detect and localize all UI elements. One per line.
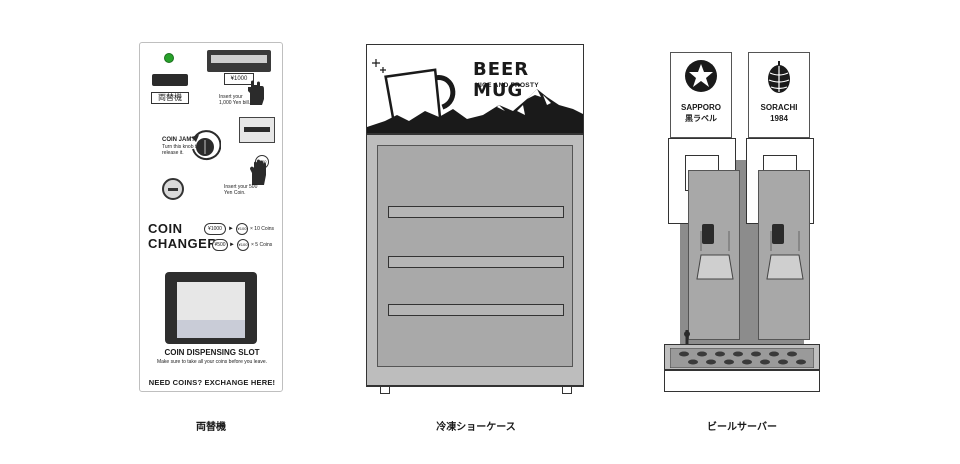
freezer-showcase: BEER MUG NICE AND FROSTY (366, 44, 586, 394)
arrow-icon: ► (228, 226, 234, 232)
caption-changer: 両替機 (196, 422, 226, 433)
keylock-icon (162, 178, 184, 200)
dispense-note: Make sure to take all your coins before … (156, 359, 268, 365)
rate-from: ¥500 (212, 239, 228, 251)
coin-changer-title: COIN CHANGER (148, 221, 218, 251)
rate-to: ¥100 (236, 223, 248, 235)
card-slot (152, 74, 188, 86)
brand-sign-left: SAPPORO 黒ラベル (670, 52, 732, 138)
title-line-2: CHANGER (148, 236, 218, 251)
bill-insert-slot[interactable] (207, 50, 271, 72)
bill-denomination: ¥1000 (224, 73, 254, 85)
exchange-footer: NEED COINS? EXCHANGE HERE! (148, 378, 276, 387)
arrow-icon: ► (229, 242, 235, 248)
star-badge-icon (685, 60, 717, 92)
coin-jam-text: Turn this knob to release it. (162, 144, 200, 156)
showcase-base (366, 386, 584, 390)
brand-name: SORACHI (760, 103, 798, 112)
showcase-cabinet (366, 134, 584, 386)
shelf (766, 231, 804, 280)
status-led-icon (164, 53, 174, 63)
showcase-subtitle: NICE AND FROSTY (475, 82, 539, 89)
showcase-foot (380, 386, 390, 394)
showcase-header: BEER MUG NICE AND FROSTY (366, 44, 584, 134)
dispense-bay-left (688, 170, 740, 340)
shelf (388, 304, 564, 316)
coin-changer-machine: 両替機 ¥1000 Insert your 1,000 Yen bill. CO… (139, 42, 283, 392)
showcase-foot (562, 386, 572, 394)
brand-subname: 黒ラベル (685, 114, 717, 123)
brand-sign-right: SORACHI 1984 (748, 52, 810, 138)
hop-icon (768, 61, 790, 93)
rate-to: ¥100 (237, 239, 249, 251)
brand-name: SAPPORO (680, 103, 721, 112)
showcase-title: BEER MUG (473, 59, 530, 101)
changer-kanji-label: 両替機 (151, 92, 189, 104)
shelf (696, 231, 734, 280)
dispense-bay-right (758, 170, 810, 340)
faucet-icon (684, 330, 690, 346)
shelf (388, 256, 564, 268)
insert-bill-instruction: Insert your 1,000 Yen bill. (219, 94, 251, 106)
rate-qty: × 10 Coins (250, 226, 275, 232)
caption-server: ビールサーバー (707, 422, 777, 433)
coin-dispensing-slot[interactable] (165, 272, 257, 344)
coin-jam-notice: COIN JAM? Turn this knob to release it. (162, 137, 202, 156)
beer-tap-right[interactable] (772, 224, 784, 244)
beer-mug-illustration (367, 59, 583, 133)
glass-door[interactable] (377, 145, 573, 367)
drip-tray-grate (670, 348, 814, 368)
rate-qty: × 5 Coins (251, 242, 273, 248)
insert-coin-instruction: Insert your 500 Yen Coin. (224, 184, 258, 196)
hand-icon (248, 80, 264, 105)
caption-showcase: 冷凍ショーケース (436, 422, 516, 433)
brand-subname: 1984 (770, 114, 788, 123)
release-knob[interactable] (189, 129, 221, 161)
beer-tap-left[interactable] (702, 224, 714, 244)
hand-icon (250, 159, 266, 185)
server-base (664, 370, 820, 392)
coin-insert-slot[interactable] (239, 117, 275, 143)
coin-jam-title: COIN JAM? (162, 137, 195, 143)
exchange-rate-500: ¥500 ► ¥100 × 5 Coins (204, 239, 282, 251)
dispense-label: COIN DISPENSING SLOT (164, 348, 260, 357)
shelf (388, 206, 564, 218)
rate-from: ¥1000 (204, 223, 226, 235)
title-line-1: COIN (148, 221, 183, 236)
exchange-rate-1000: ¥1000 ► ¥100 × 10 Coins (204, 223, 282, 235)
beer-server: SAPPORO 黒ラベル SORACHI 1984 (660, 52, 824, 396)
